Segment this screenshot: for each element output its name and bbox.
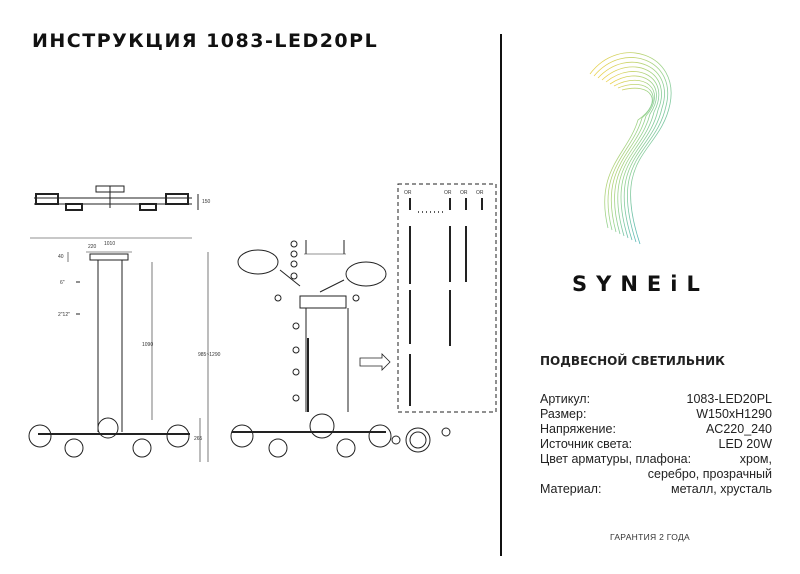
spec-row: Артикул: 1083-LED20PL [540, 392, 772, 407]
spec-row: Материал: металл, хрусталь [540, 482, 772, 497]
brand-logo-icon [589, 52, 672, 245]
spec-value: W150xH1290 [696, 407, 772, 421]
spec-value: хром, [739, 452, 772, 466]
spec-label: Артикул: [540, 392, 591, 406]
dim-overall: 985~1290 [198, 352, 221, 358]
spec-label: Материал: [540, 482, 602, 496]
technical-drawing: 150 1010 220 40 6" 2"12" 1090 985~1290 2 [28, 183, 497, 462]
brand-name: SYNEiL [572, 272, 709, 296]
spec-row: Цвет арматуры, плафона: хром, [540, 452, 772, 467]
spec-value: металл, хрусталь [671, 482, 772, 496]
vertical-divider [500, 34, 502, 556]
dim-top-width: 1010 [104, 241, 115, 247]
or-label-3: OR [460, 190, 468, 196]
dim-lamp: 265 [194, 436, 203, 442]
side-view [28, 251, 209, 462]
or-label-1: OR [404, 190, 412, 196]
dim-ceiling-width: 220 [88, 244, 97, 250]
specs-table: Артикул: 1083-LED20PL Размер: W150xH1290… [540, 392, 772, 497]
spec-value: LED 20W [718, 437, 773, 451]
top-view [30, 185, 199, 239]
warranty-note: ГАРАНТИЯ 2 ГОДА [610, 532, 690, 542]
spec-row: Размер: W150xH1290 [540, 407, 772, 422]
assembly-view [230, 240, 451, 458]
marker-b: 2"12" [58, 312, 70, 318]
spec-label: Напряжение: [540, 422, 616, 436]
spec-row: Напряжение: AC220_240 [540, 422, 772, 437]
or-label-4: OR [476, 190, 484, 196]
rod-options-box [397, 183, 497, 413]
spec-label: Источник света: [540, 437, 633, 451]
dim-rod-top: 40 [58, 254, 64, 260]
product-type: ПОДВЕСНОЙ СВЕТИЛЬНИК [540, 354, 725, 368]
spec-value-continued: серебро, прозрачный [647, 467, 772, 481]
dim-top-height: 150 [202, 199, 211, 205]
or-label-2: OR [444, 190, 452, 196]
spec-label: Размер: [540, 407, 587, 421]
spec-value: AC220_240 [705, 422, 772, 436]
spec-label: Цвет арматуры, плафона: [540, 452, 692, 466]
spec-row: Источник света: LED 20W [540, 437, 772, 452]
marker-a: 6" [60, 280, 65, 286]
dim-rod-total: 1090 [142, 342, 153, 348]
spec-value: 1083-LED20PL [686, 392, 772, 406]
page-title: ИНСТРУКЦИЯ 1083-LED20PL [32, 30, 379, 52]
